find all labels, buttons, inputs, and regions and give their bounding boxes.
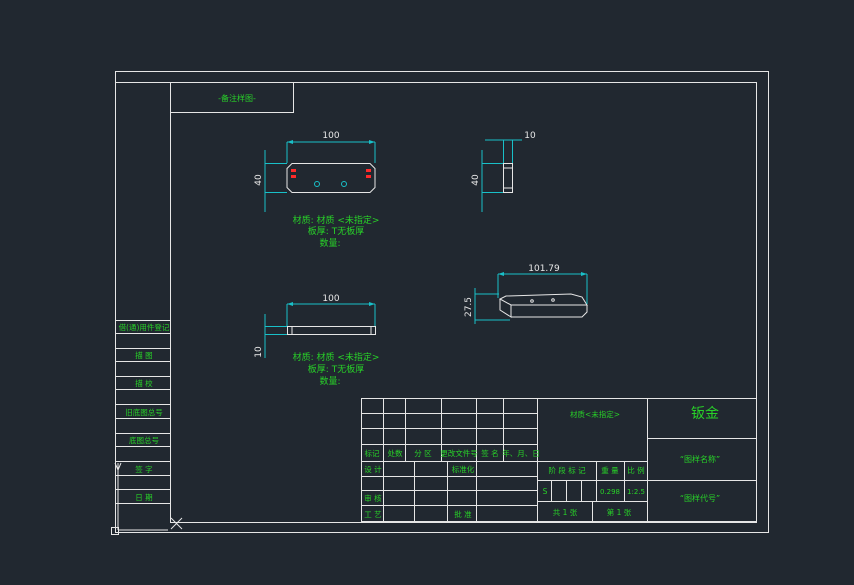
tb-scale-value: 1:2.5 [627,488,645,496]
strip-label-base-number: 底图总号 [129,435,159,445]
tb-company: 钣金 [691,406,719,422]
front-hole-left [314,181,320,187]
tb-stage-s: S [543,487,548,496]
front-width-dim-label: 100 [322,131,339,141]
bottom-view-outline [287,326,376,335]
tb-sheet-number: 第 1 张 [607,507,632,517]
tb-label-mark: 标记 [365,448,380,458]
bottom-view: 100 10 材质: 材质 <未指定> 板厚: T无板厚 数量: [254,294,379,387]
tb-label-count: 处数 [388,448,403,458]
tb-material: 材质<未指定> [570,409,620,419]
title-block: 标记 处数 分 区 更改文件号 签 名 年、月、日 设 计 标准化 审 核 工 … [361,398,757,522]
front-bend-marks-left [291,169,296,178]
tb-scale: 比 例 [627,465,644,475]
side-height-dim-label: 40 [471,174,481,186]
side-view: 10 40 [471,131,536,212]
bottom-height-dim-label: 10 [254,346,264,358]
tb-standardization: 标准化 [452,464,475,474]
front-notes-thickness: 板厚: T无板厚 [308,225,364,237]
strip-label-sign: 签 字 [135,464,152,474]
iso-side-face [511,305,588,318]
bottom-notes-quantity: 数量: [319,375,340,387]
isometric-view: 101.79 27.5 [464,264,588,324]
ucs-icon [111,462,168,535]
front-view: 100 40 材质: 材质 <未指定> 板厚: T无板厚 数量: [254,131,379,249]
strip-label-borrow: 借(通)用件登记 [119,322,170,332]
bottom-notes-material: 材质: 材质 <未指定> [293,351,380,363]
tb-review: 审 核 [364,493,382,503]
iso-hole-left [530,299,534,303]
iso-height-dim-label: 27.5 [464,297,474,317]
side-thickness-dim-label: 10 [524,131,536,141]
tb-stage-mark: 阶 段 标 记 [548,465,586,475]
iso-hole-right [551,298,555,302]
strip-label-check: 描 校 [135,378,153,388]
front-height-dim-label: 40 [254,174,264,186]
side-view-outline [503,163,513,193]
tb-drawing-code: “图样代号” [680,493,720,503]
front-notes-quantity: 数量: [319,237,340,249]
tb-total-sheets: 共 1 张 [553,508,578,517]
tb-label-signature: 签 名 [481,448,498,458]
tb-label-change-doc: 更改文件号 [440,448,478,458]
outer-frame [115,71,769,533]
tb-label-zone: 分 区 [414,449,432,458]
corner-label: -备注样图- [218,93,256,103]
front-hole-right [341,181,347,187]
left-side-strip: 借(通)用件登记 描 图 描 校 旧底图总号 底图总号 签 字 日 期 [115,320,171,504]
tb-design: 设 计 [364,464,382,474]
iso-top-face [498,293,588,306]
tb-drawing-name: “图样名称” [680,454,720,464]
tb-label-date: 年、月、日 [502,448,540,458]
strip-label-trace: 描 图 [135,350,152,360]
strip-label-old-number: 旧底图总号 [125,407,163,417]
cursor-crosshair-icon [170,517,183,530]
strip-label-date: 日 期 [135,493,152,502]
iso-length-dim-label: 101.79 [528,264,560,274]
front-view-outline [286,163,376,193]
tb-weight: 重 量 [601,466,619,475]
front-bend-marks-right [366,169,371,178]
tb-approve: 批 准 [454,509,472,519]
front-notes-material: 材质: 材质 <未指定> [293,214,380,226]
tb-process: 工 艺 [364,510,381,519]
tb-weight-value: 0.298 [600,488,620,496]
inner-frame [170,82,757,523]
bottom-notes-thickness: 板厚: T无板厚 [308,363,364,375]
corner-label-box [170,82,294,113]
bottom-width-dim-label: 100 [322,294,339,304]
